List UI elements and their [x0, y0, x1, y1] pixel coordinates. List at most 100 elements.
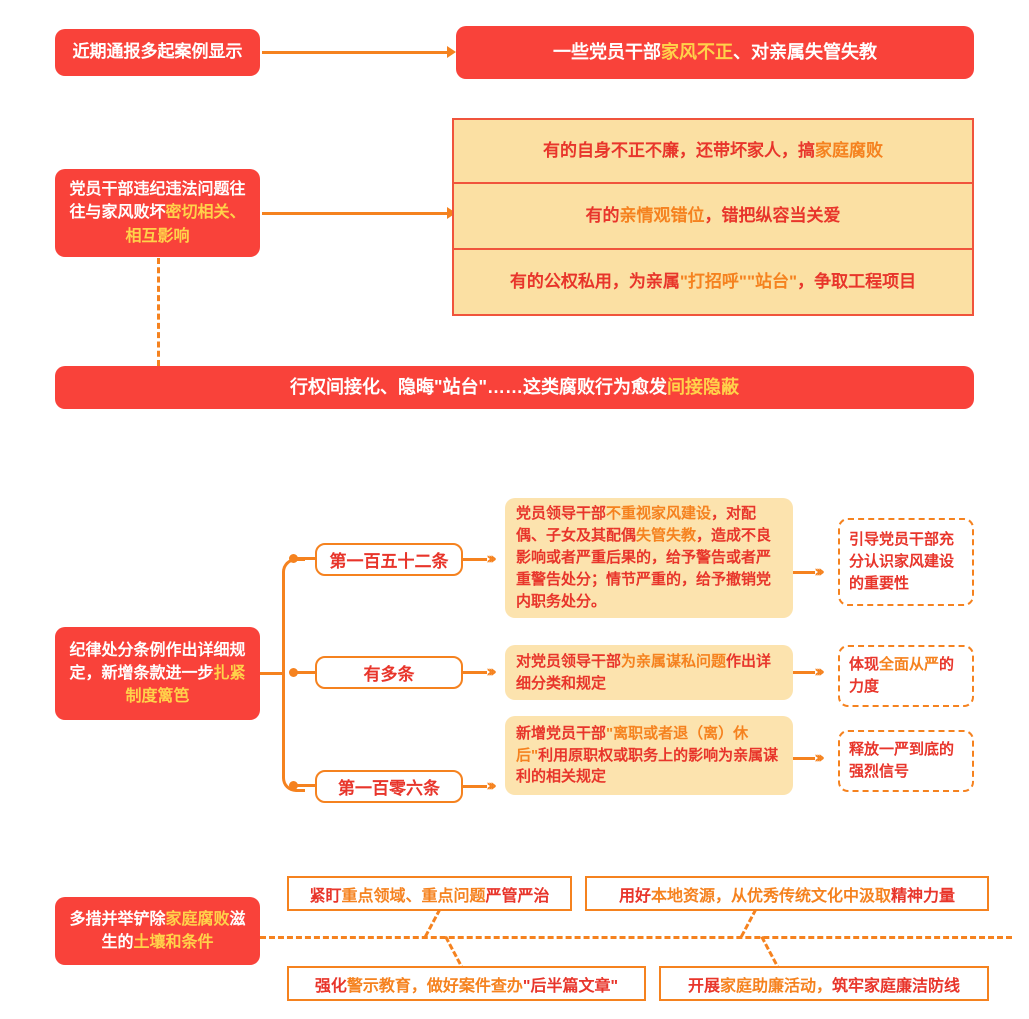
outcome-3-text: 释放一严到底的强烈信号 — [849, 739, 963, 783]
measure-1-a: 紧盯 — [309, 887, 342, 905]
s1-part3: 、对亲属失管失教 — [733, 42, 877, 63]
section3-detail-chevron-2: ››› — [486, 662, 497, 682]
detail-3-text: 新增党员干部"离职或者退（离）休后"利用原职权或职务上的影响为亲属谋利的相关规定 — [516, 723, 782, 789]
measure-3-b: 警示教育，做好案件查办 — [346, 977, 523, 995]
section3-outcome-box-3: 释放一严到底的强烈信号 — [838, 730, 974, 792]
section2-banner-text: 行权间接化、隐晦"站台"……这类腐败行为愈发间接隐蔽 — [290, 374, 739, 400]
section3-detail-box-3: 新增党员干部"离职或者退（离）休后"利用原职权或职务上的影响为亲属谋利的相关规定 — [505, 716, 793, 795]
s2-row1-part1: 有的自身不正不廉，还带坏家人，搞 — [543, 141, 815, 161]
s2-row3-text: 有的公权私用，为亲属"打招呼""站台"，争取工程项目 — [510, 270, 916, 294]
section3-outcome-chevron-1: ››› — [814, 562, 825, 582]
s2-left-part1: 党员干部违纪违法问题往往与家风败坏 — [69, 181, 246, 222]
detail-1-p3: ，对配偶、子女及其配偶 — [516, 505, 757, 545]
section3-stem-line — [260, 672, 282, 675]
section1-source-box: 近期通报多起案例显示 — [55, 29, 260, 76]
measure-2-b: 本地资源，从优秀传统文化中汲取 — [650, 887, 891, 905]
section3-outcome-box-1: 引导党员干部充分认识家风建设的重要性 — [838, 518, 974, 606]
s2-row1-orange: 家庭腐败 — [815, 141, 883, 161]
section2-banner: 行权间接化、隐晦"站台"……这类腐败行为愈发间接隐蔽 — [55, 366, 974, 409]
section3-outcome-box-2: 体现全面从严的力度 — [838, 645, 974, 707]
section4-left-box: 多措并举铲除家庭腐败滋生的土壤和条件 — [55, 897, 260, 965]
s4-left-p1: 多措并举铲除 — [69, 910, 166, 928]
outcome-3-p1: 释放一严到底的强烈信号 — [849, 741, 955, 780]
measure-2-a: 用好 — [618, 887, 651, 905]
s2-row2-part3: ，错把纵容当关爱 — [704, 206, 841, 226]
section3-detail-connector-1 — [463, 558, 487, 561]
branch-label-1-text: 第一百五十二条 — [329, 552, 449, 571]
s2-row2-part1: 有的 — [585, 206, 620, 226]
section3-detail-connector-3 — [463, 785, 487, 788]
s4-left-p2: 家庭腐败 — [165, 910, 230, 928]
branch-label-2-text: 有多条 — [363, 665, 415, 684]
section2-connector-line — [262, 212, 448, 215]
section2-left-text: 党员干部违纪违法问题往往与家风败坏密切相关、相互影响 — [67, 178, 248, 248]
section3-branch-stub-3 — [297, 784, 321, 787]
outcome-1-text: 引导党员干部充分认识家风建设的重要性 — [849, 529, 963, 595]
section3-detail-connector-2 — [463, 671, 487, 674]
section1-source-label: 近期通报多起案例显示 — [72, 42, 243, 62]
s3-left-part1: 纪律处分条例作出详细规定，新增条款进一步 — [69, 641, 246, 682]
branch-label-3-text: 第一百零六条 — [338, 779, 440, 798]
detail-2-text: 对党员领导干部为亲属谋私问题作出详细分类和规定 — [516, 651, 782, 695]
detail-3-p3: 利用原职权或职务上的影响为亲属谋利的相关规定 — [516, 746, 779, 786]
section1-connector-arrow — [447, 46, 456, 58]
s4-left-p4: 土壤和条件 — [133, 934, 214, 951]
section3-outcome-chevron-3: ››› — [814, 748, 825, 768]
outcome-2-p3: 的力度 — [849, 656, 955, 695]
section3-branch-label-1: 第一百五十二条 — [315, 543, 463, 576]
s2-row1-text: 有的自身不正不廉，还带坏家人，搞家庭腐败 — [543, 139, 883, 163]
detail-1-p1: 党员领导干部 — [516, 505, 607, 523]
detail-1-p4: 失管失教 — [636, 527, 697, 545]
section3-outcome-connector-1 — [793, 571, 815, 574]
section3-branch-label-2: 有多条 — [315, 656, 463, 689]
s4-left-p3: 滋生的 — [101, 910, 246, 951]
s2-left-highlight: 密切相关、相互影响 — [125, 204, 246, 245]
section4-dashed-spine — [260, 936, 1012, 939]
measure-4-b: 家庭助廉活动， — [719, 977, 832, 995]
s2-row3-orange: "打招呼""站台" — [679, 272, 798, 292]
section2-left-box: 党员干部违纪违法问题往往与家风败坏密切相关、相互影响 — [55, 169, 260, 257]
s2-row3-part1: 有的公权私用，为亲属 — [509, 272, 680, 292]
section1-result-box: 一些党员干部家风不正、对亲属失管失教 — [456, 26, 974, 79]
s3-left-highlight: 扎紧制度篱笆 — [125, 664, 246, 706]
section3-detail-box-1: 党员领导干部不重视家风建设，对配偶、子女及其配偶失管失教，造成不良影响或者严重后… — [505, 498, 793, 618]
detail-3-p1: 新增党员干部 — [516, 724, 607, 742]
detail-3-p2: "离职或者退（离）休后" — [516, 724, 749, 764]
section2-row-1: 有的自身不正不廉，还带坏家人，搞家庭腐败 — [452, 118, 974, 184]
measure-3-text: 强化警示教育，做好案件查办"后半篇文章" — [315, 972, 618, 996]
section2-vertical-dashed-connector — [157, 258, 160, 366]
detail-1-p5: ，造成不良影响或者严重后果的，给予警告或者严重警告处分；情节严重的，给予撤销党内… — [516, 527, 772, 610]
measure-3-a: 强化 — [314, 977, 347, 995]
section3-left-box: 纪律处分条例作出详细规定，新增条款进一步扎紧制度篱笆 — [55, 627, 260, 720]
detail-2-p1: 对党员领导干部 — [516, 652, 622, 670]
section3-left-text: 纪律处分条例作出详细规定，新增条款进一步扎紧制度篱笆 — [65, 639, 250, 709]
section1-result-text: 一些党员干部家风不正、对亲属失管失教 — [553, 39, 877, 65]
outcome-2-text: 体现全面从严的力度 — [849, 654, 963, 698]
s1-part1: 一些党员干部 — [553, 42, 661, 63]
section4-measure-box-4: 开展家庭助廉活动，筑牢家庭廉洁防线 — [659, 966, 989, 1001]
measure-1-text: 紧盯重点领域、重点问题严管严治 — [309, 882, 549, 906]
detail-1-text: 党员领导干部不重视家风建设，对配偶、子女及其配偶失管失教，造成不良影响或者严重后… — [516, 503, 782, 612]
section2-row-2: 有的亲情观错位，错把纵容当关爱 — [452, 184, 974, 250]
measure-4-text: 开展家庭助廉活动，筑牢家庭廉洁防线 — [688, 972, 960, 996]
section4-measure-box-2: 用好本地资源，从优秀传统文化中汲取精神力量 — [585, 876, 989, 911]
measure-4-c: 筑牢家庭廉洁防线 — [832, 977, 961, 995]
section3-detail-chevron-3: ››› — [486, 776, 497, 796]
s2-row3-part3: ，争取工程项目 — [797, 272, 917, 292]
section2-connector-arrow — [447, 207, 456, 219]
measure-2-c: 精神力量 — [891, 887, 956, 905]
section3-branch-stub-2 — [297, 671, 321, 674]
section3-branch-dot-3 — [289, 781, 298, 790]
measure-1-b: 重点领域、重点问题 — [341, 887, 486, 905]
s1-highlight: 家风不正 — [661, 42, 733, 63]
section3-branch-stub-1 — [297, 557, 321, 560]
section3-branch-dot-1 — [289, 554, 298, 563]
s2-banner-highlight: 间接隐蔽 — [667, 377, 740, 398]
outcome-1-p1: 引导党员干部充分认识家风建设的重要性 — [849, 531, 955, 592]
s2-row2-text: 有的亲情观错位，错把纵容当关爱 — [586, 204, 841, 228]
measure-3-c: "后半篇文章" — [522, 977, 619, 995]
measure-1-c: 严管严治 — [485, 887, 550, 905]
measure-4-a: 开展 — [687, 977, 720, 995]
s2-row2-orange: 亲情观错位 — [619, 206, 705, 226]
